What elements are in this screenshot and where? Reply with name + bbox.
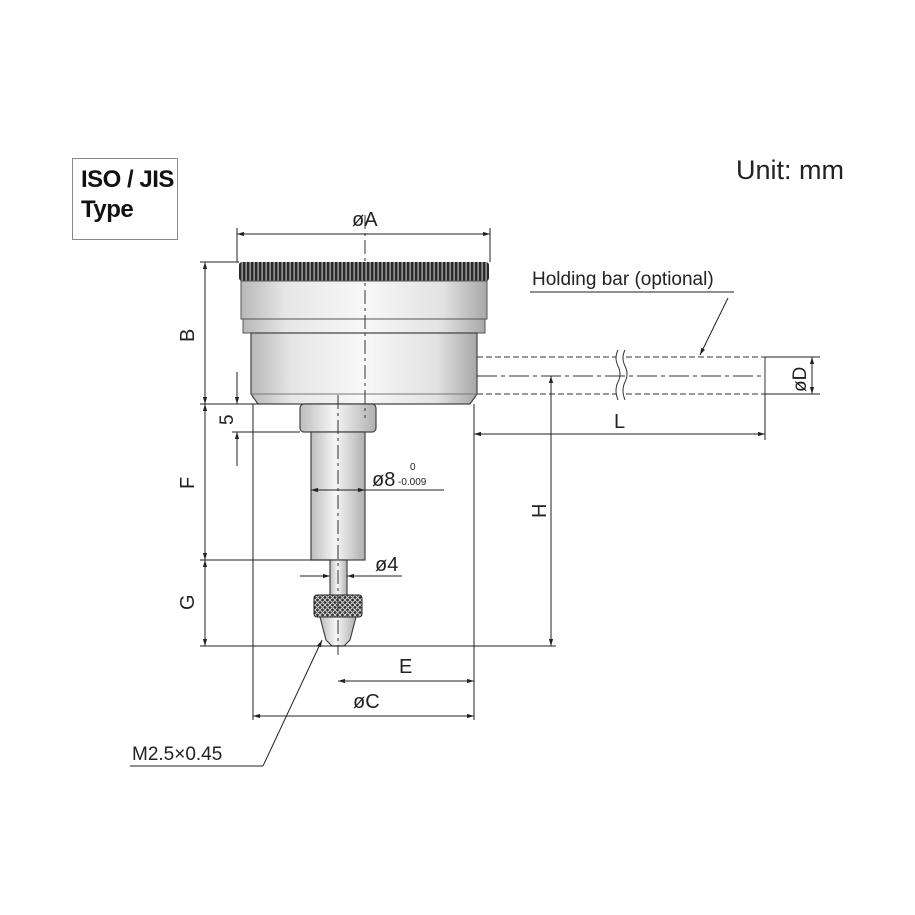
thread-label: M2.5×0.45 [132, 744, 222, 765]
dim-B-label: B [177, 329, 199, 342]
type-label-line1: ISO / JIS [81, 166, 174, 193]
bezel-ring [242, 318, 486, 334]
dim-A-label: øA [352, 209, 378, 231]
stem-tol-upper: 0 [410, 462, 416, 473]
dim-L-label: L [614, 411, 625, 433]
dim-E-label: E [399, 656, 412, 678]
holding-bar [477, 349, 766, 401]
holding-bar-label: Holding bar (optional) [532, 269, 714, 290]
thread-leader [262, 639, 323, 767]
tip-dia-label: ø4 [375, 554, 398, 576]
stem-dia-label: ø8 [372, 469, 395, 491]
type-label-box: ISO / JIS Type [72, 158, 178, 240]
dim-G-label: G [177, 594, 199, 610]
bezel-knurl [239, 262, 489, 281]
dim-5-label: 5 [217, 414, 238, 425]
case [250, 332, 478, 405]
dim-F-label: F [177, 477, 199, 489]
dim-C-label: øC [353, 691, 380, 713]
holding-bar-leader [699, 297, 729, 356]
type-label-line2: Type [81, 196, 134, 223]
bezel [240, 280, 488, 320]
dim-H-label: H [529, 504, 551, 518]
stem-tol-lower: -0.009 [398, 477, 427, 488]
unit-label: Unit: mm [736, 155, 844, 185]
dim-D-label: øD [790, 367, 811, 392]
indicator-body [239, 262, 489, 405]
